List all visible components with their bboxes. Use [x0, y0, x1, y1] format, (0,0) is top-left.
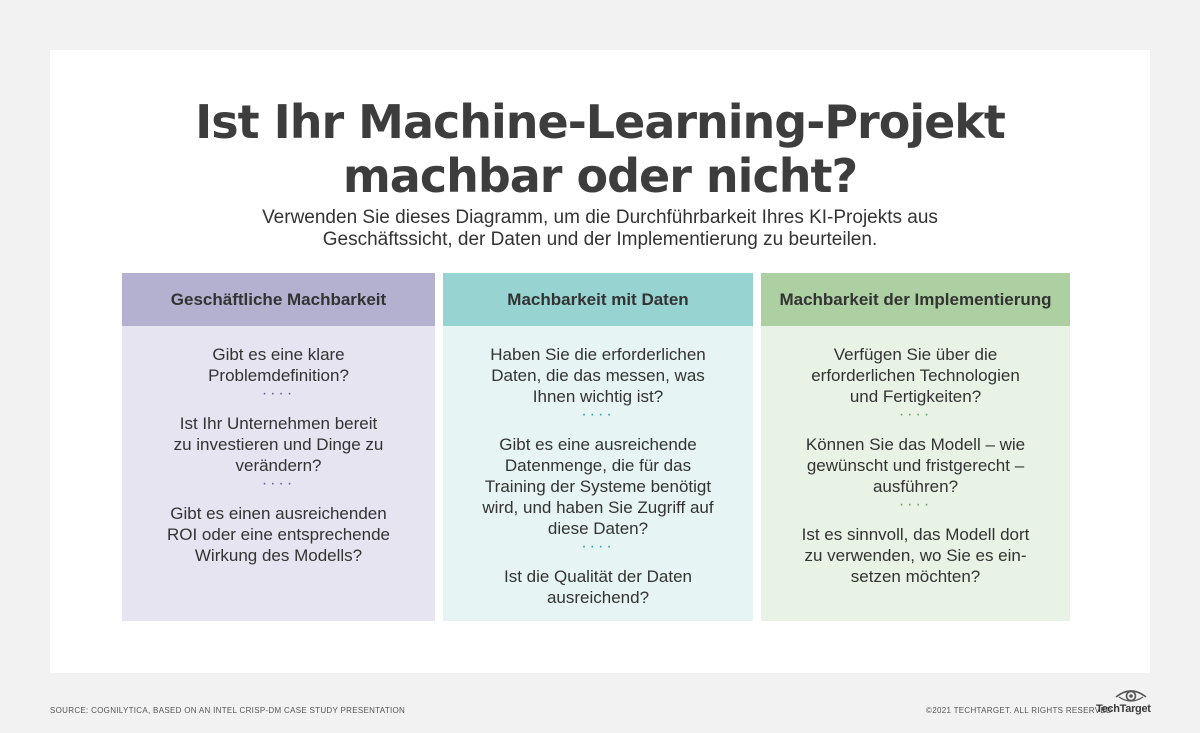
question-line: Datenmenge, die für das [504, 456, 692, 475]
question-line: Ist Ihr Unternehmen bereit [179, 414, 378, 433]
copyright-note: ©2021 TECHTARGET. ALL RIGHTS RESERVED [926, 706, 1113, 715]
logo-text: TechTarget [1096, 703, 1151, 715]
infographic-card: Ist Ihr Machine-Learning-Projekt machbar… [50, 50, 1150, 673]
question-block: Ist die Qualität der Daten ausreichend? [443, 566, 753, 608]
eye-icon [1115, 690, 1147, 702]
column-data-feasibility: Machbarkeit mit Daten Haben Sie die erfo… [443, 273, 753, 621]
question-line: Können Sie das Modell – wie [805, 435, 1026, 454]
question-line: zu investieren und Dinge zu [173, 435, 384, 454]
question-line: Verfügen Sie über die [833, 345, 998, 364]
subtitle-line-2: Geschäftssicht, der Daten und der Implem… [322, 229, 878, 250]
question-line: Gibt es einen ausreichenden [170, 504, 387, 523]
question-line: ausführen? [872, 477, 959, 496]
question-line: Daten, die das messen, was [491, 366, 705, 385]
dotted-separator: ···· [581, 406, 615, 423]
column-body: Verfügen Sie über die erforderlichen Tech… [761, 326, 1070, 621]
question-block: Können Sie das Modell – wie gewünscht und… [761, 434, 1070, 497]
question-line: Gibt es eine ausreichende [499, 435, 697, 454]
question-block: Ist Ihr Unternehmen bereit zu investieren… [122, 413, 435, 476]
question-line: ROI oder eine entsprechende [166, 525, 391, 544]
question-line: verändern? [235, 456, 322, 475]
dotted-separator: ···· [261, 385, 296, 402]
question-line: erforderlichen Technologien [811, 366, 1020, 385]
question-line: Haben Sie die erforderlichen [490, 345, 706, 364]
question-line: wird, und haben Sie Zugriff auf [482, 498, 714, 517]
column-header: Geschäftliche Machbarkeit [122, 273, 435, 326]
subtitle: Verwenden Sie dieses Diagramm, um die Du… [50, 207, 1150, 251]
title-line-1: Ist Ihr Machine-Learning-Projekt [195, 95, 1006, 149]
question-block: Verfügen Sie über die erforderlichen Tech… [761, 344, 1070, 407]
page-title: Ist Ihr Machine-Learning-Projekt machbar… [50, 95, 1150, 203]
source-note: SOURCE: COGNILYTICA, BASED ON AN INTEL C… [50, 706, 406, 715]
question-line: und Fertigkeiten? [849, 387, 982, 406]
question-line: Gibt es eine klare [212, 345, 345, 364]
dotted-separator: ···· [898, 496, 933, 513]
dotted-separator: ···· [581, 538, 615, 555]
title-line-2: machbar oder nicht? [342, 149, 858, 203]
column-business-feasibility: Geschäftliche Machbarkeit Gibt es eine k… [122, 273, 435, 621]
subtitle-line-1: Verwenden Sie dieses Diagramm, um die Du… [262, 207, 938, 228]
column-header: Machbarkeit der Implementierung [761, 273, 1070, 326]
techtarget-logo[interactable]: TechTarget [1096, 688, 1152, 718]
question-line: Ist die Qualität der Daten [503, 567, 693, 586]
question-line: Problemdefinition? [208, 366, 349, 385]
question-line: gewünscht und fristgerecht – [806, 456, 1025, 475]
question-line: Wirkung des Modells? [194, 546, 363, 565]
question-block: Ist es sinnvoll, das Modell dort zu verwe… [761, 524, 1070, 587]
question-line: Ist es sinnvoll, das Modell dort [801, 525, 1030, 544]
column-implementation-feasibility: Machbarkeit der Implementierung Verfügen… [761, 273, 1070, 621]
column-header: Machbarkeit mit Daten [443, 273, 753, 326]
question-line: diese Daten? [547, 519, 649, 538]
question-line: ausreichend? [546, 588, 650, 607]
question-line: zu verwenden, wo Sie es ein- [804, 546, 1027, 565]
question-line: Training der Systeme benötigt [484, 477, 712, 496]
question-line: Ihnen wichtig ist? [532, 387, 664, 406]
dotted-separator: ···· [898, 406, 933, 423]
question-line: setzen möchten? [850, 567, 981, 586]
dotted-separator: ···· [261, 475, 296, 492]
